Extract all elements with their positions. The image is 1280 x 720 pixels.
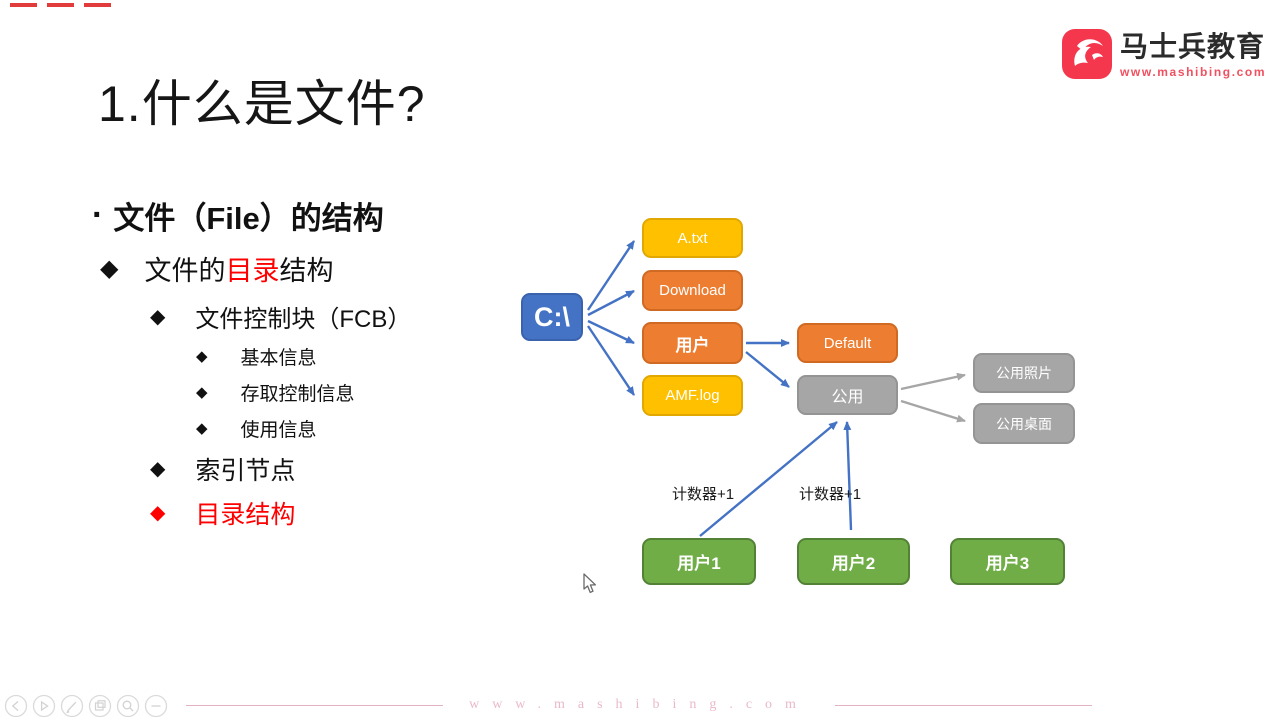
- brand-website: www.mashibing.com: [1120, 65, 1267, 79]
- red-dash: [84, 3, 111, 7]
- diamond-bullet-icon: ◆: [100, 254, 119, 282]
- node-amf-log: AMF.log: [642, 375, 743, 416]
- outline-item-file-structure: · 文件（File）的结构: [92, 193, 384, 238]
- capture-icon[interactable]: [88, 694, 112, 718]
- slide-title: 1.什么是文件?: [98, 76, 426, 132]
- counter-label-2: 计数器+1: [799, 486, 862, 503]
- outline-item-fcb: ◆ 文件控制块（FCB）: [150, 299, 411, 334]
- watermark-line-right: [834, 704, 1093, 706]
- outline-item-directory-structure: ◆ 文件的目录结构: [100, 249, 333, 288]
- node-user1: 用户1: [642, 538, 756, 585]
- node-user2: 用户2: [797, 538, 910, 585]
- more-icon[interactable]: [144, 694, 168, 718]
- node-public-desktop: 公用桌面: [973, 403, 1075, 444]
- brand-name: 马士兵教育: [1120, 31, 1266, 62]
- node-users-folder: 用户: [642, 322, 743, 364]
- outline-text: 文件的目录结构: [144, 256, 334, 286]
- outline-text: 存取控制信息: [240, 384, 355, 405]
- outline-item-access-control-info: ◆ 存取控制信息: [196, 379, 355, 406]
- outline-text: 文件（File）的结构: [113, 201, 384, 236]
- highlighted-text: 目录: [225, 256, 280, 286]
- back-icon[interactable]: [4, 694, 28, 718]
- node-c-drive: C:\: [521, 293, 583, 341]
- diamond-bullet-icon: ◆: [150, 458, 166, 480]
- diamond-bullet-icon: ◆: [196, 348, 208, 365]
- diamond-bullet-icon: ◆: [150, 502, 166, 524]
- node-download: Download: [642, 270, 743, 311]
- diamond-bullet-icon: ◆: [196, 384, 208, 401]
- outline-text: 基本信息: [240, 348, 317, 369]
- search-icon[interactable]: [116, 694, 140, 718]
- node-a-txt: A.txt: [642, 218, 743, 258]
- play-icon[interactable]: [32, 694, 56, 718]
- pen-icon[interactable]: [60, 694, 84, 718]
- diamond-bullet-icon: ◆: [196, 420, 208, 437]
- outline-text: 使用信息: [240, 420, 317, 441]
- red-dash: [47, 3, 74, 7]
- bullet-dot: ·: [92, 196, 104, 234]
- node-public-pictures: 公用照片: [973, 353, 1075, 393]
- watermark-text: www.mashibing.com: [469, 697, 809, 712]
- outline-item-basic-info: ◆ 基本信息: [196, 343, 317, 370]
- horse-logo-icon: [1062, 29, 1112, 79]
- red-annotation-dashes: [10, 3, 111, 7]
- outline-text: 文件控制块（FCB）: [195, 306, 412, 333]
- outline-text: 索引节点: [195, 457, 296, 485]
- annotation-toolbar: [4, 694, 168, 718]
- outline-text: 目录结构: [195, 501, 296, 529]
- node-default-folder: Default: [797, 323, 898, 363]
- node-user3: 用户3: [950, 538, 1065, 585]
- outline-item-index-node: ◆ 索引节点: [150, 451, 295, 487]
- logo-text-block: 马士兵教育 www.mashibing.com: [1120, 29, 1266, 79]
- node-public-folder: 公用: [797, 375, 898, 415]
- watermark-line-left: [186, 704, 444, 706]
- brand-logo: 马士兵教育 www.mashibing.com: [1062, 29, 1266, 79]
- diamond-bullet-icon: ◆: [150, 305, 166, 328]
- footer-watermark: www.mashibing.com: [186, 697, 1093, 713]
- outline-item-usage-info: ◆ 使用信息: [196, 415, 317, 442]
- red-dash: [10, 3, 37, 7]
- outline-item-directory-structure-red: ◆ 目录结构: [150, 495, 295, 531]
- counter-label-1: 计数器+1: [672, 486, 735, 503]
- mouse-cursor-icon: [582, 573, 598, 600]
